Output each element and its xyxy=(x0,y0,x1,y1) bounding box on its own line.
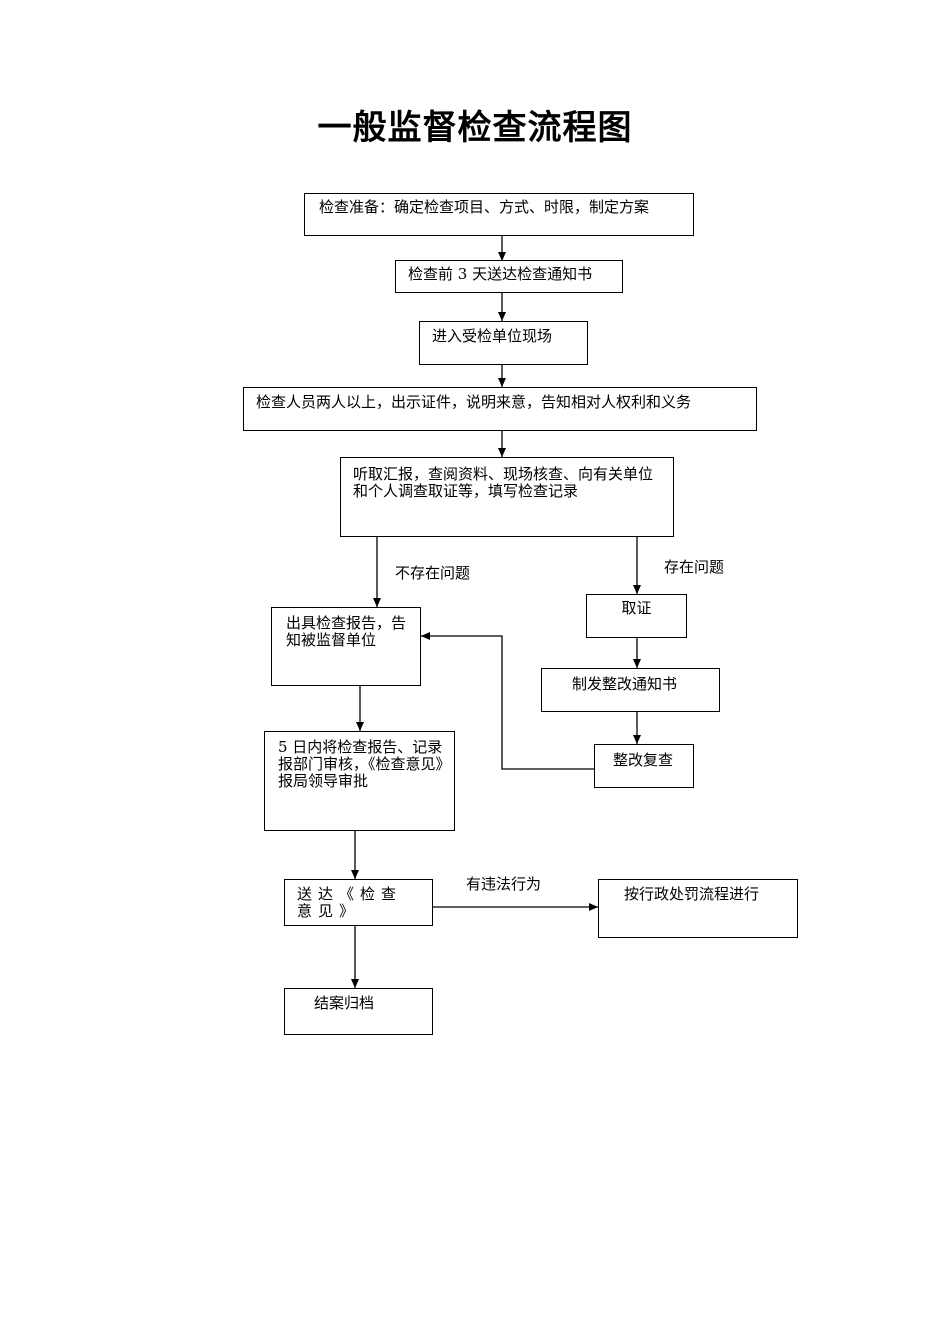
step-report: 出具检查报告，告知被监督单位 xyxy=(271,607,421,686)
step-deliver: 送达《检查意见》 xyxy=(284,879,433,926)
step-archive: 结案归档 xyxy=(284,988,433,1035)
step-notice-text: 检查前 3 天送达检查通知书 xyxy=(408,265,593,283)
step-prepare-text: 检查准备：确定检查项目、方式、时限，制定方案 xyxy=(319,198,650,216)
arrow-recheck-to-report xyxy=(421,632,594,770)
step-penalty: 按行政处罚流程进行 xyxy=(598,879,798,938)
step-archive-text: 结案归档 xyxy=(314,994,375,1012)
step-investigate-text: 听取汇报，查阅资料、现场核查、向有关单位和个人调查取证等，填写检查记录 xyxy=(353,465,654,500)
label-has-problem: 存在问题 xyxy=(664,558,725,576)
step-evidence-text: 取证 xyxy=(621,599,652,617)
page-title: 一般监督检查流程图 xyxy=(317,108,633,148)
step-notice: 检查前 3 天送达检查通知书 xyxy=(395,260,623,293)
step-inspectors: 检查人员两人以上，出示证件，说明来意，告知相对人权利和义务 xyxy=(243,387,757,431)
step-penalty-text: 按行政处罚流程进行 xyxy=(624,885,760,903)
label-violation: 有违法行为 xyxy=(466,875,542,893)
step-investigate: 听取汇报，查阅资料、现场核查、向有关单位和个人调查取证等，填写检查记录 xyxy=(340,457,674,537)
step-approval-text: 5 日内将检查报告、记录报部门审核，《检查意见》报局领导审批 xyxy=(278,738,444,790)
step-approval: 5 日内将检查报告、记录报部门审核，《检查意见》报局领导审批 xyxy=(264,731,455,831)
step-recheck-text: 整改复查 xyxy=(613,751,674,769)
step-enter-site-text: 进入受检单位现场 xyxy=(432,327,553,345)
step-deliver-text: 送达《检查意见》 xyxy=(297,885,403,920)
step-evidence: 取证 xyxy=(586,594,687,638)
step-rectify-notice-text: 制发整改通知书 xyxy=(572,675,678,693)
step-enter-site: 进入受检单位现场 xyxy=(419,321,588,365)
step-recheck: 整改复查 xyxy=(594,744,694,788)
step-report-text: 出具检查报告，告知被监督单位 xyxy=(286,614,407,649)
step-inspectors-text: 检查人员两人以上，出示证件，说明来意，告知相对人权利和义务 xyxy=(256,393,692,411)
step-prepare: 检查准备：确定检查项目、方式、时限，制定方案 xyxy=(304,193,694,236)
step-rectify-notice: 制发整改通知书 xyxy=(541,668,720,712)
label-no-problem: 不存在问题 xyxy=(395,564,471,582)
